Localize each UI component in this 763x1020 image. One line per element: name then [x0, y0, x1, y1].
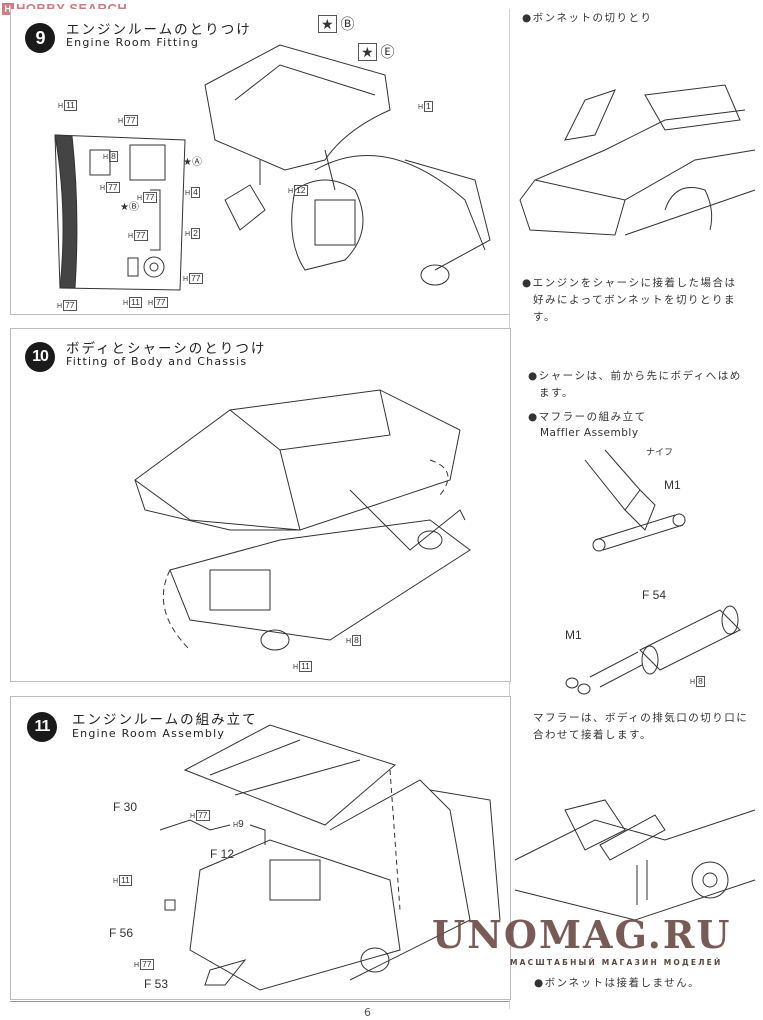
knife-cut-muffler-drawing: [584, 449, 686, 552]
star-icon: ★: [358, 43, 377, 61]
unomag-watermark: UNOMAG.RU: [432, 912, 732, 957]
star-icon: ★: [318, 15, 337, 33]
car-bonnet-cut-drawing: [519, 84, 756, 236]
bonnet-cut-note: ●エンジンをシャーシに接着した場合は 好みによってボンネットを切りとりま す。: [522, 277, 737, 323]
label-f12: F 12: [210, 847, 235, 861]
engine-bay-drawing: [204, 44, 491, 286]
step-9-title-en: Engine Room Fitting: [66, 36, 200, 49]
unomag-watermark-subtitle: МАСШТАБНЫЙ МАГАЗИН МОДЕЛЕЙ: [510, 958, 723, 967]
label-h9: H9: [233, 819, 244, 830]
step-11-title-en: Engine Room Assembly: [72, 727, 226, 740]
star-icon: ★: [183, 157, 192, 168]
bonnet-cut-title: ●ボンネットの切りとり: [522, 12, 653, 24]
label-f56: F 56: [109, 926, 134, 940]
step-11-title-jp: エンジンルームの組み立て: [72, 712, 258, 728]
star-icon: ★: [120, 202, 129, 213]
bonnet-no-glue-note: ●ボンネットは接着しません。: [534, 977, 701, 989]
label-f53: F 53: [144, 977, 169, 991]
step-10-title-jp: ボディとシャーシのとりつけ: [66, 341, 267, 357]
step-11-panel: [10, 696, 511, 1000]
f54-label: F 54: [642, 588, 667, 602]
muffler-title-jp: ●マフラーの組み立て: [528, 411, 647, 423]
step-11-number: 11: [27, 712, 57, 742]
paint-mark-b: ★ Ⓑ: [318, 14, 354, 34]
label-f30: F 30: [113, 800, 138, 814]
knife-label: ナイフ: [646, 447, 674, 457]
page-number: 6: [364, 1006, 371, 1019]
muffler-title-en: Maffler Assembly: [540, 427, 639, 439]
engine-room-assembly-drawing: [159, 724, 501, 991]
step-10-title-en: Fitting of Body and Chassis: [66, 355, 248, 368]
body-chassis-drawing: [134, 389, 471, 651]
paint-mark-e: ★ Ⓔ: [358, 42, 394, 62]
step-9-title-jp: エンジンルームのとりつけ: [66, 22, 252, 38]
m1-label-b: M1: [565, 628, 582, 642]
step-10-panel: [10, 328, 511, 682]
muffler-assembly-drawing: [565, 605, 741, 695]
firewall-part-drawing: [54, 134, 186, 291]
paint-mark-b-small: ★Ⓑ: [120, 202, 139, 213]
muffler-install-drawing: [514, 799, 756, 921]
muffler-note: マフラーは、ボディの排気口の切り口に 合わせて接着します。: [533, 712, 749, 741]
footer-rule: [10, 1001, 509, 1002]
paint-mark-a: ★Ⓐ: [183, 157, 202, 168]
step-9-number: 9: [25, 23, 55, 53]
m1-label-a: M1: [664, 478, 681, 492]
step-10-number: 10: [25, 342, 55, 372]
chassis-note: ●シャーシは、前から先にボディへはめ ます。: [528, 370, 742, 399]
